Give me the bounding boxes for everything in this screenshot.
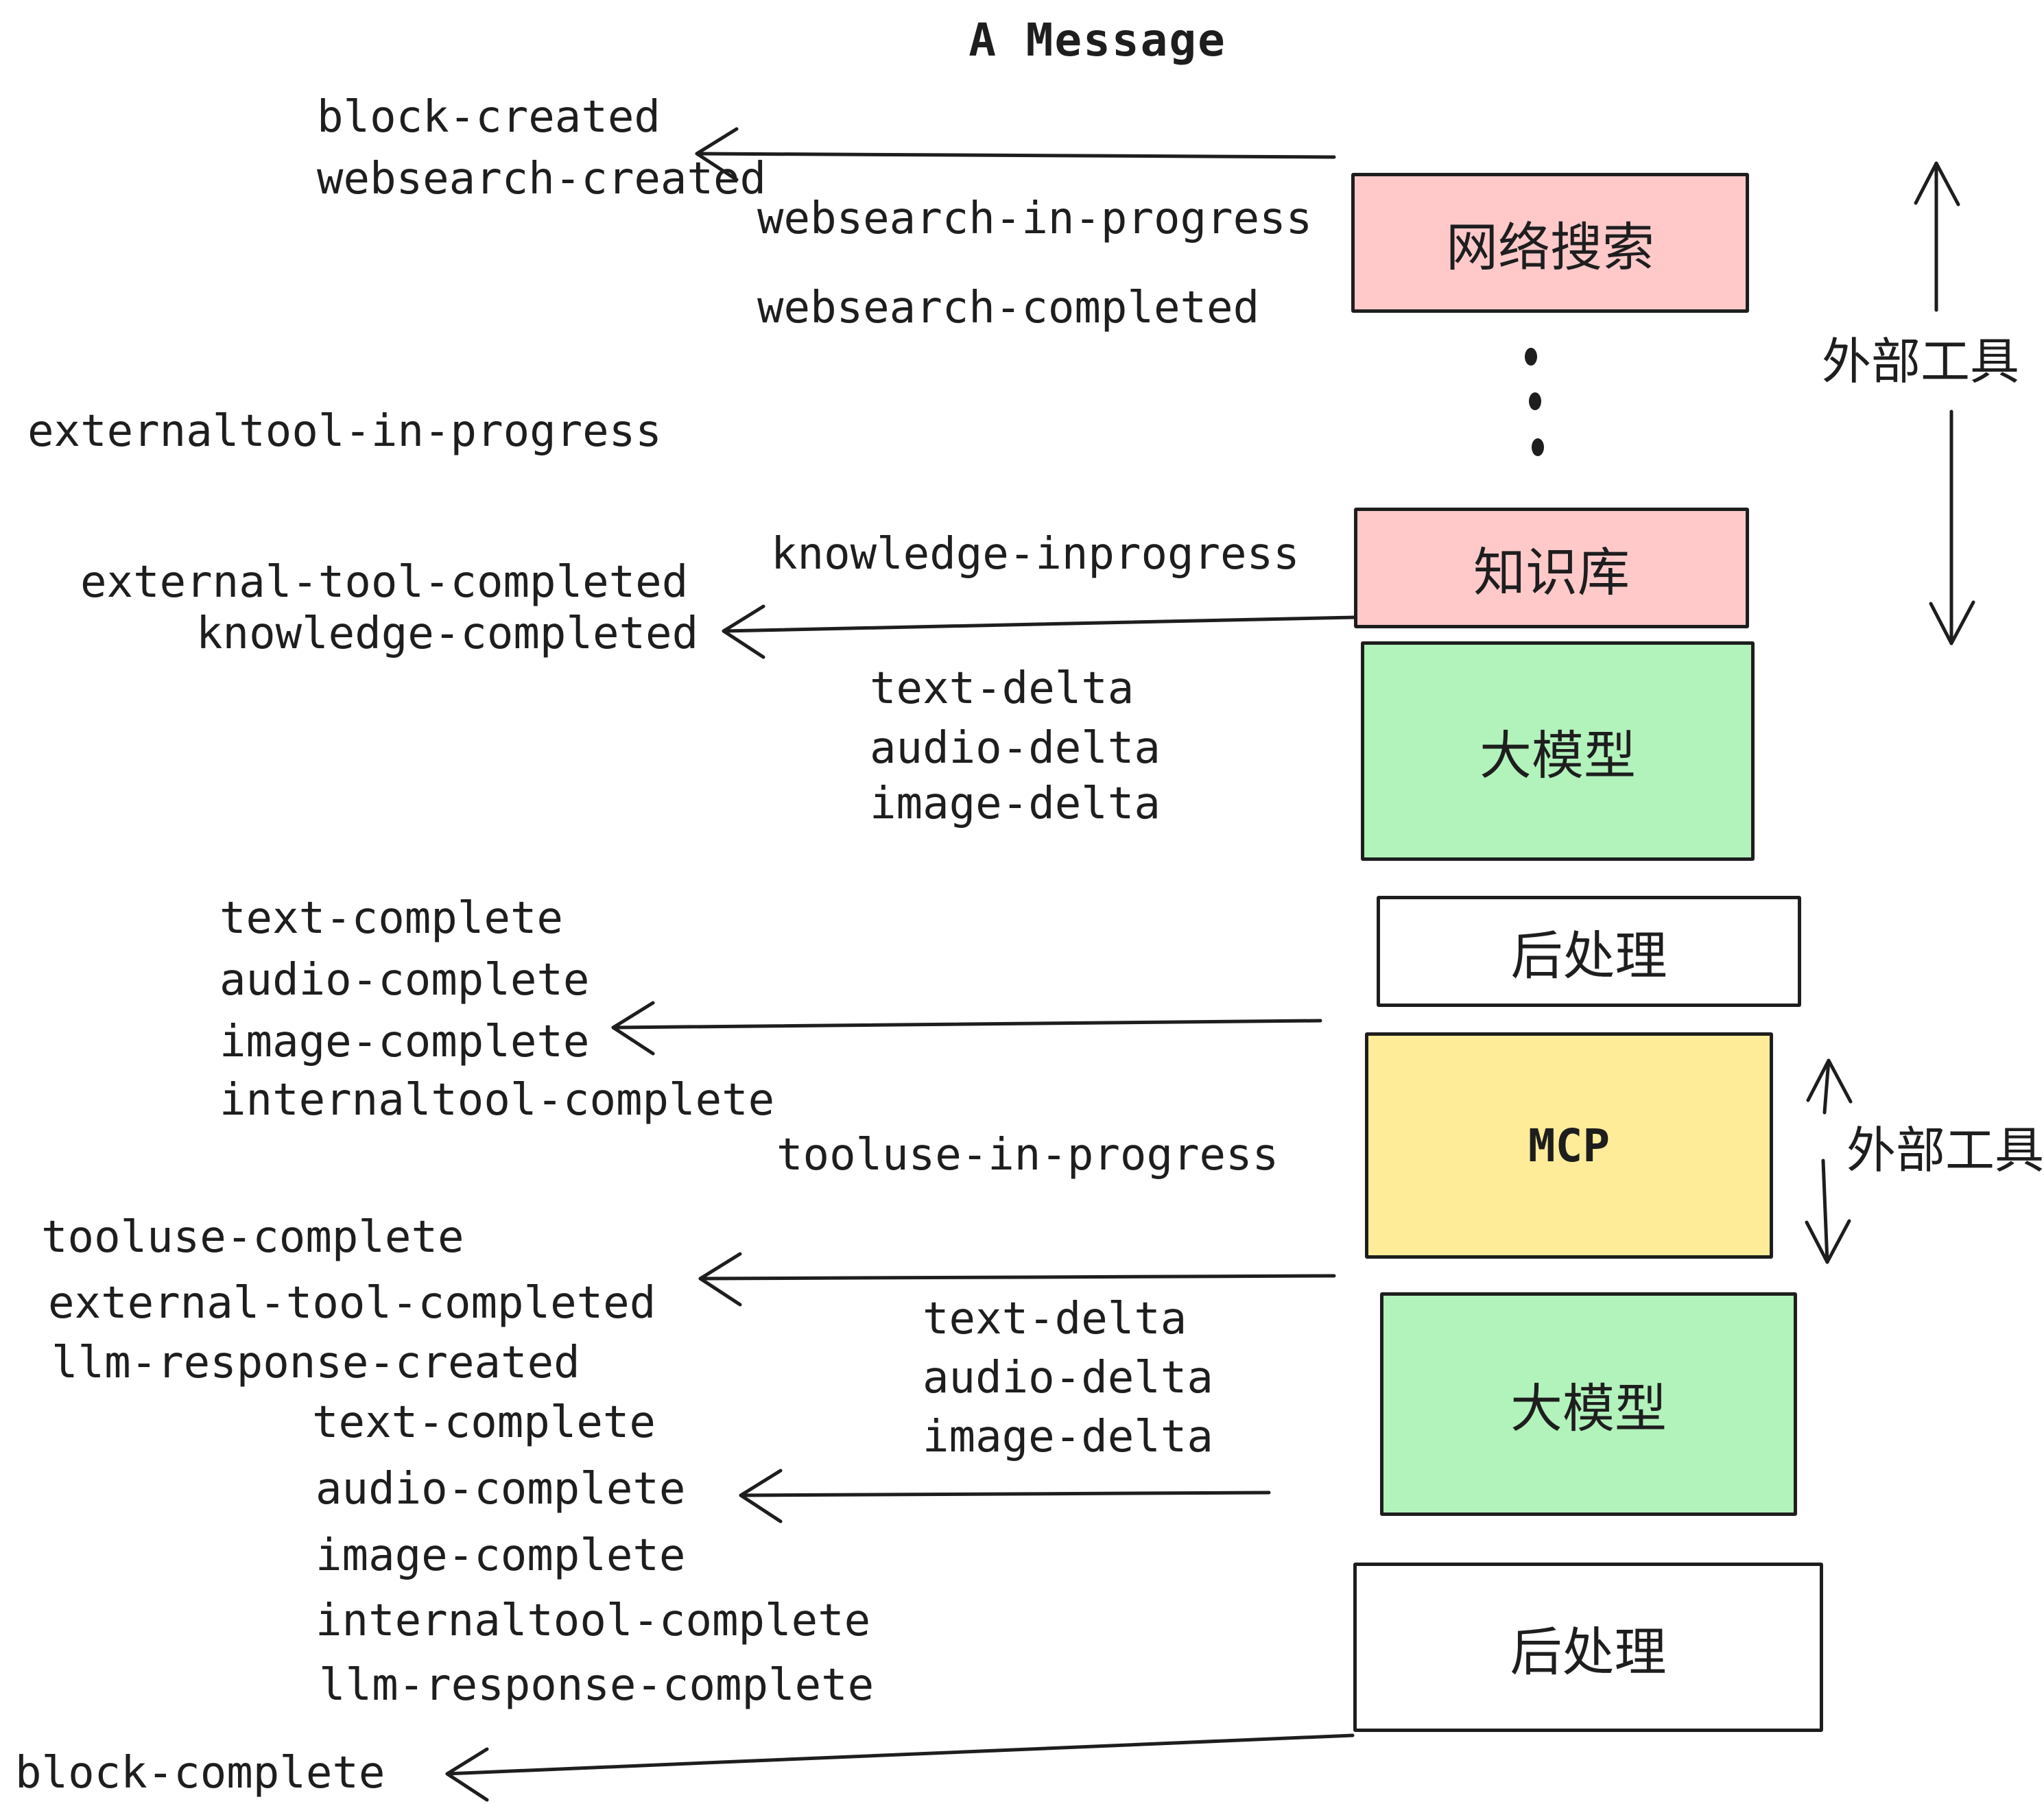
event-label-text-delta-1: text-delta [870, 663, 1134, 714]
arrow-head-to-tooluse-complete [698, 1252, 742, 1307]
event-label-websearch-in-progress: websearch-in-progress [757, 193, 1313, 244]
event-label-tooluse-in-progress: tooluse-in-progress [776, 1130, 1279, 1180]
arrow-line-to-tooluse-complete [698, 1274, 1336, 1281]
event-label-tooluse-complete: tooluse-complete [41, 1212, 464, 1263]
box-label-websearch: 网络搜索 [1446, 219, 1654, 277]
box-postprocess-2: 后处理 [1353, 1563, 1823, 1732]
arrow-head-external-tools-1-up [1914, 161, 1960, 206]
box-label-mcp: MCP [1528, 1119, 1611, 1172]
event-label-audio-complete-2: audio-complete [316, 1464, 686, 1515]
event-label-text-delta-2: text-delta [923, 1294, 1187, 1344]
event-label-audio-delta-2: audio-delta [923, 1353, 1213, 1403]
event-label-external-tool-completed-1: external-tool-completed [80, 557, 689, 608]
box-label-postprocess-2: 后处理 [1510, 1623, 1667, 1682]
annotation-external-tools-2: 外部工具 [1846, 1124, 2044, 1178]
arrow-head-to-audio-complete-2 [739, 1469, 783, 1523]
annotation-external-tools-1: 外部工具 [1822, 335, 2020, 390]
ellipsis-dot-3 [1532, 438, 1544, 456]
box-mcp: MCP [1365, 1032, 1773, 1259]
event-label-image-complete-1: image-complete [219, 1017, 590, 1067]
event-label-external-tool-completed-2: external-tool-completed [48, 1278, 656, 1329]
box-postprocess-1: 后处理 [1377, 896, 1801, 1007]
box-label-llm-1: 大模型 [1479, 727, 1636, 785]
event-label-internaltool-complete-1: internaltool-complete [219, 1075, 775, 1126]
event-label-image-delta-2: image-delta [923, 1412, 1213, 1462]
event-label-audio-complete-1: audio-complete [219, 955, 590, 1006]
ellipsis-dot-1 [1525, 348, 1537, 366]
box-label-knowledge: 知识库 [1473, 544, 1630, 602]
arrow-line-to-audio-complete-2 [739, 1491, 1271, 1497]
arrow-head-external-tools-1-down [1929, 600, 1975, 645]
event-label-block-complete: block-complete [15, 1748, 385, 1799]
arrow-head-to-image-complete-1 [611, 1001, 655, 1056]
event-label-externaltool-in-progress: externaltool-in-progress [27, 406, 662, 457]
event-label-text-complete-2: text-complete [312, 1397, 656, 1448]
arrow-line-external-tools-2-up [1822, 1058, 1831, 1115]
event-label-block-created: block-created [317, 92, 661, 143]
box-knowledge: 知识库 [1354, 508, 1749, 628]
arrow-line-to-knowledge-completed [722, 615, 1357, 633]
box-llm-1: 大模型 [1361, 641, 1755, 861]
ellipsis-dot-2 [1529, 392, 1541, 410]
event-label-audio-delta-1: audio-delta [870, 723, 1161, 774]
event-label-knowledge-completed: knowledge-completed [196, 608, 699, 659]
arrow-head-external-tools-2-up [1806, 1058, 1853, 1104]
arrow-line-to-websearch-created [695, 152, 1336, 159]
event-label-websearch-created: websearch-created [317, 154, 767, 204]
event-label-text-complete-1: text-complete [219, 893, 563, 944]
event-label-llm-response-complete: llm-response-complete [319, 1660, 875, 1711]
event-label-image-delta-1: image-delta [870, 779, 1161, 829]
event-label-websearch-completed: websearch-completed [757, 283, 1260, 333]
event-label-llm-response-created: llm-response-created [51, 1338, 580, 1388]
arrow-line-external-tools-2-down [1821, 1159, 1829, 1264]
box-websearch: 网络搜索 [1351, 173, 1749, 313]
arrow-line-to-image-complete-1 [611, 1019, 1322, 1030]
arrow-head-to-knowledge-completed [722, 604, 765, 659]
event-label-knowledge-inprogress: knowledge-inprogress [771, 529, 1300, 580]
box-llm-2: 大模型 [1380, 1292, 1797, 1516]
arrow-line-to-block-complete [445, 1733, 1355, 1776]
box-label-llm-2: 大模型 [1510, 1380, 1667, 1438]
diagram-title: A Message [968, 14, 1226, 67]
box-label-postprocess-1: 后处理 [1510, 927, 1667, 986]
arrow-head-external-tools-2-down [1805, 1219, 1851, 1264]
event-label-image-complete-2: image-complete [316, 1530, 686, 1581]
arrow-head-to-block-complete [445, 1747, 489, 1802]
event-label-internaltool-complete-2: internaltool-complete [316, 1595, 871, 1646]
